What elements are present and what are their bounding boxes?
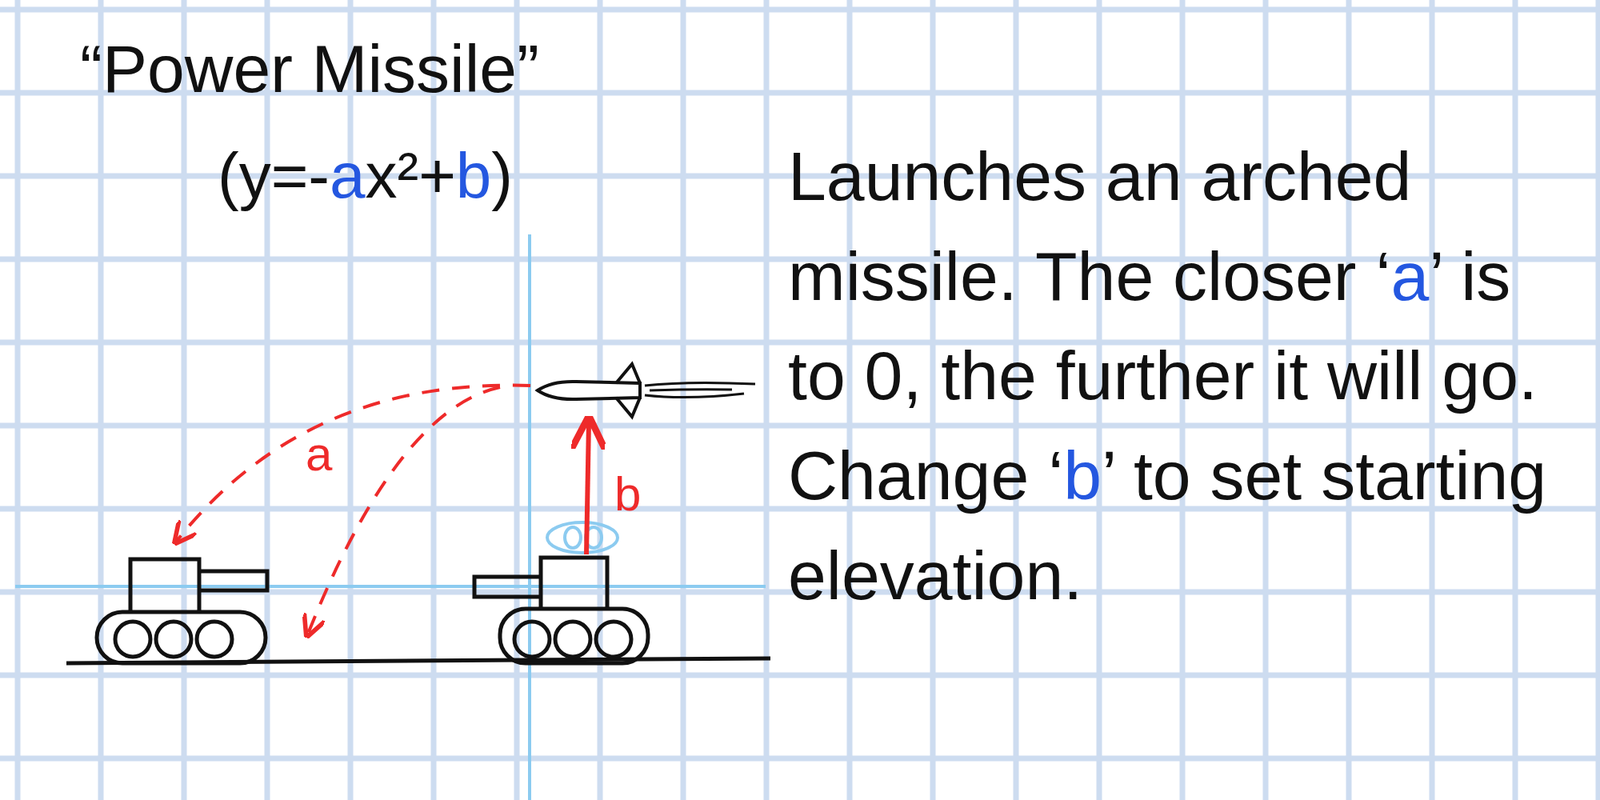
formula-variable: b — [456, 140, 492, 212]
launch-ring-inner — [564, 527, 581, 548]
y-axis — [528, 234, 532, 800]
elevation-label-box: b — [614, 468, 641, 521]
formula: (y=-ax²+b) — [217, 134, 513, 218]
elevation-arrow — [586, 422, 589, 555]
short-arc-arrow — [176, 385, 531, 541]
tank-wheel — [596, 621, 632, 657]
tank-wheel — [555, 621, 591, 657]
description-text: Launches an arched missile. The closer ‘ — [788, 137, 1431, 315]
right-tank — [474, 557, 648, 664]
formula-part: ) — [491, 140, 513, 212]
launch-ring — [547, 522, 618, 553]
description-variable: a — [1391, 237, 1430, 315]
missile-body — [537, 381, 640, 400]
tank-wheel — [514, 621, 550, 657]
tank-barrel — [474, 576, 541, 597]
formula-variable: a — [329, 140, 366, 212]
formula-part: (y=- — [217, 140, 330, 212]
tank-wheel — [156, 621, 192, 657]
formula-part: + — [418, 140, 456, 212]
missile-fins — [616, 364, 640, 417]
left-tank — [96, 559, 268, 664]
long-arc-arrow — [308, 387, 500, 634]
elevation-label: b — [614, 467, 641, 521]
tank-treads — [500, 608, 648, 664]
tank-turret — [540, 557, 608, 609]
missile — [537, 364, 756, 417]
tank-wheel — [196, 621, 232, 657]
x-axis — [15, 584, 766, 588]
arc-label: a — [305, 427, 332, 481]
tank-wheel — [115, 621, 151, 657]
tank-treads — [96, 612, 266, 664]
formula-part: x² — [365, 140, 420, 212]
tank-turret — [130, 559, 200, 612]
missile-flame — [644, 382, 756, 397]
arc-label-box: a — [305, 428, 332, 481]
title: “Power Missile” — [80, 30, 540, 108]
description-variable: b — [1063, 436, 1102, 514]
tank-barrel — [199, 571, 268, 591]
launch-ring-outer — [547, 522, 618, 553]
description: Launches an arched missile. The closer ‘… — [788, 126, 1584, 625]
